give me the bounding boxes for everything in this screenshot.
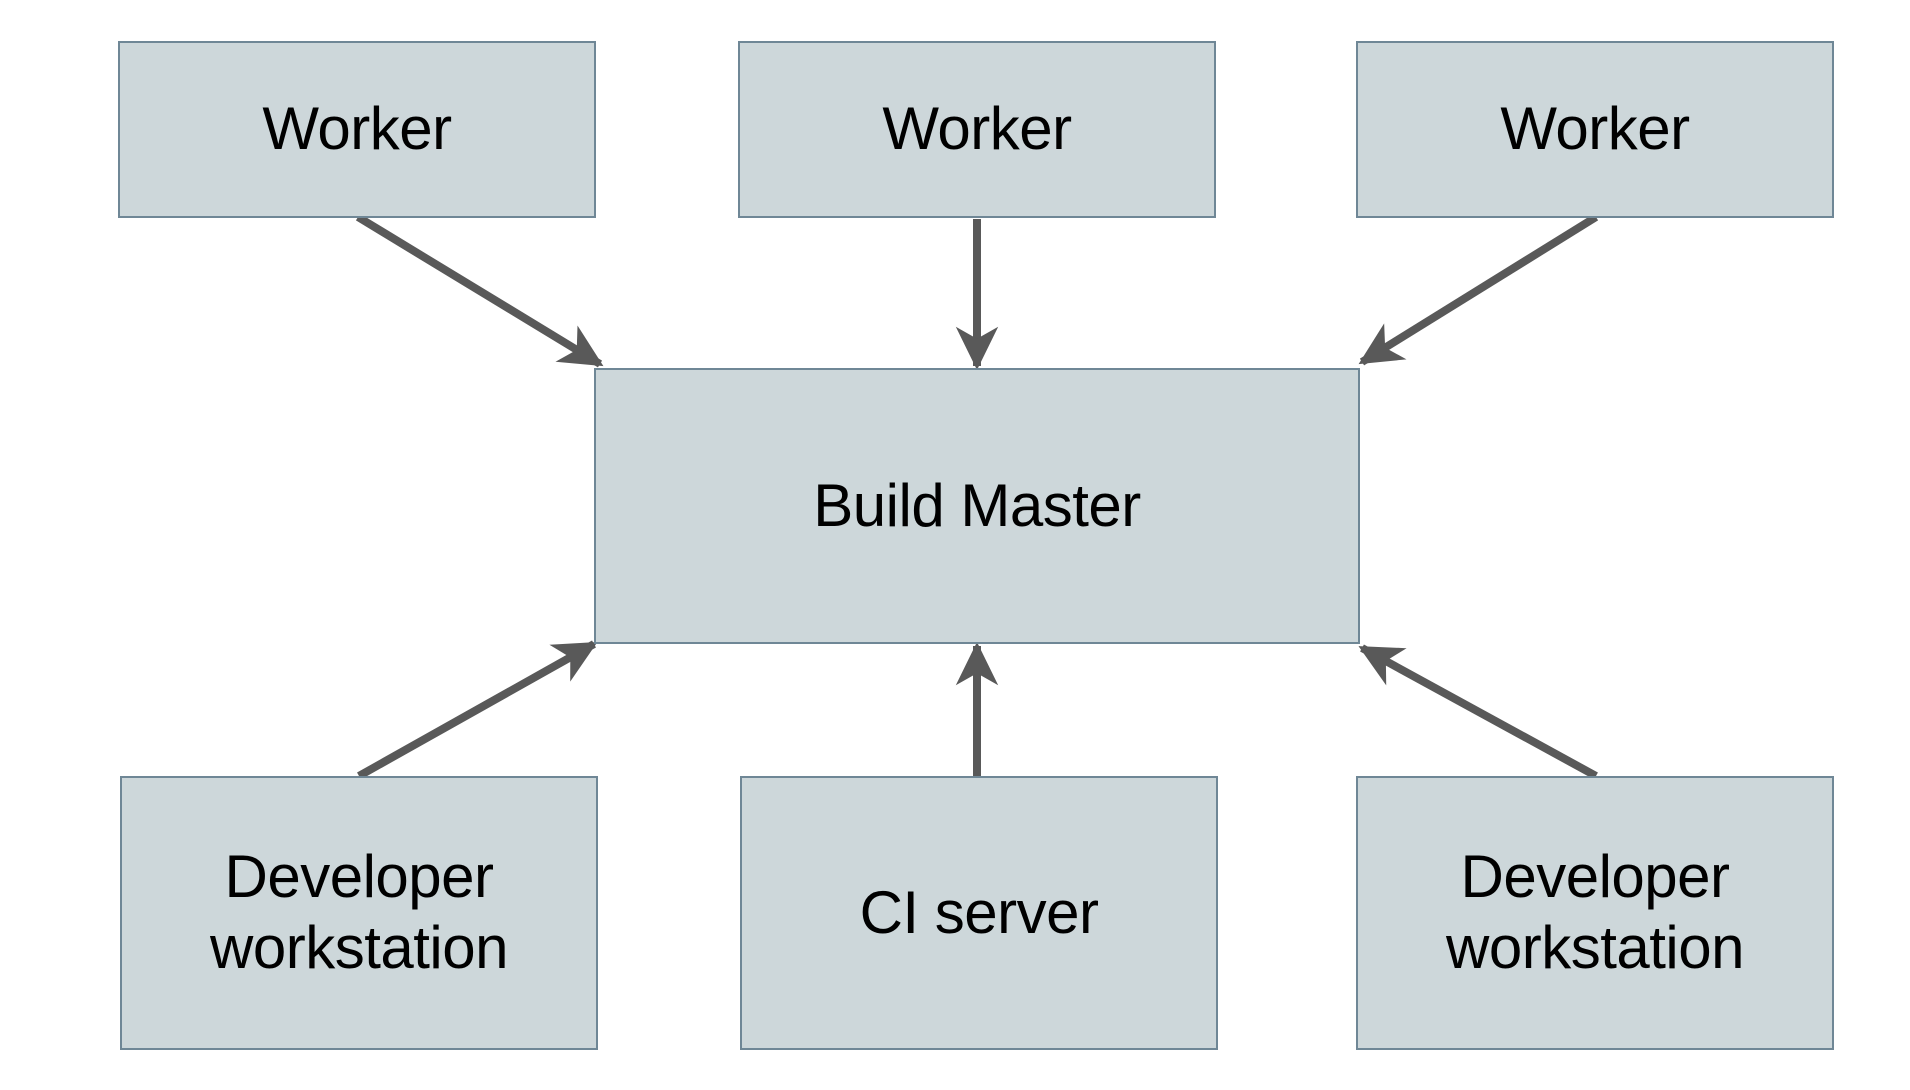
node-worker-right[interactable]: Worker	[1356, 41, 1834, 218]
node-worker-left[interactable]: Worker	[118, 41, 596, 218]
node-worker-center[interactable]: Worker	[738, 41, 1216, 218]
node-worker-center-label: Worker	[882, 95, 1072, 163]
node-worker-left-label: Worker	[262, 95, 452, 163]
node-build-master[interactable]: Build Master	[594, 368, 1360, 644]
node-developer-workstation-right-label: Developer workstation	[1446, 843, 1744, 981]
edge-dev-left-to-build-master	[357, 640, 598, 780]
node-build-master-label: Build Master	[813, 471, 1141, 539]
node-ci-server-label: CI server	[859, 878, 1099, 946]
edge-worker-left-to-build-master	[355, 213, 604, 368]
node-worker-right-label: Worker	[1500, 95, 1690, 163]
edge-dev-right-to-build-master	[1358, 644, 1598, 780]
node-ci-server[interactable]: CI server	[740, 776, 1218, 1050]
edge-worker-right-to-build-master	[1358, 213, 1599, 366]
node-developer-workstation-left[interactable]: Developer workstation	[120, 776, 598, 1050]
node-developer-workstation-right[interactable]: Developer workstation	[1356, 776, 1834, 1050]
node-developer-workstation-left-label: Developer workstation	[210, 843, 508, 981]
